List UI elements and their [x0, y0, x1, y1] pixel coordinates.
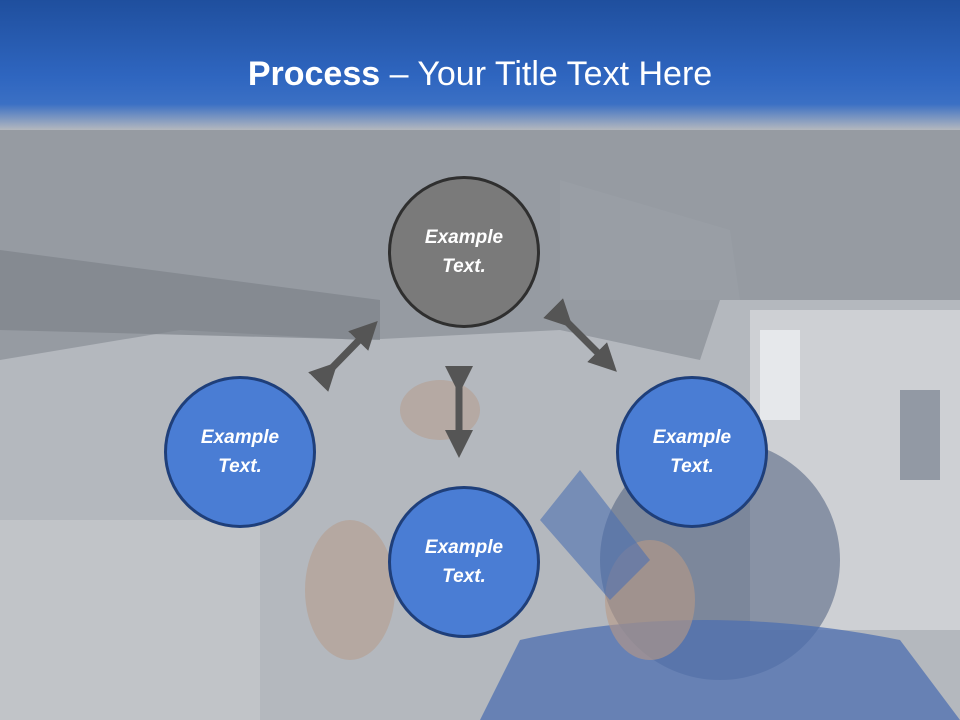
node-line: Example	[652, 427, 732, 448]
node-line: Text.	[218, 456, 262, 477]
slide-title: Process – Your Title Text Here	[0, 52, 960, 96]
title-bold: Process	[247, 55, 381, 93]
node-line: Example	[200, 427, 280, 448]
arrow-top-left	[308, 320, 378, 392]
node-line: Text.	[442, 256, 486, 277]
node-line: Example	[424, 227, 504, 248]
title-rest: – Your Title Text Here	[380, 55, 713, 93]
node-line: Example	[424, 537, 504, 558]
title-bar	[0, 0, 960, 130]
arrow-top-right	[543, 298, 617, 372]
node-line: Text.	[442, 566, 486, 587]
node-line: Text.	[670, 456, 714, 477]
